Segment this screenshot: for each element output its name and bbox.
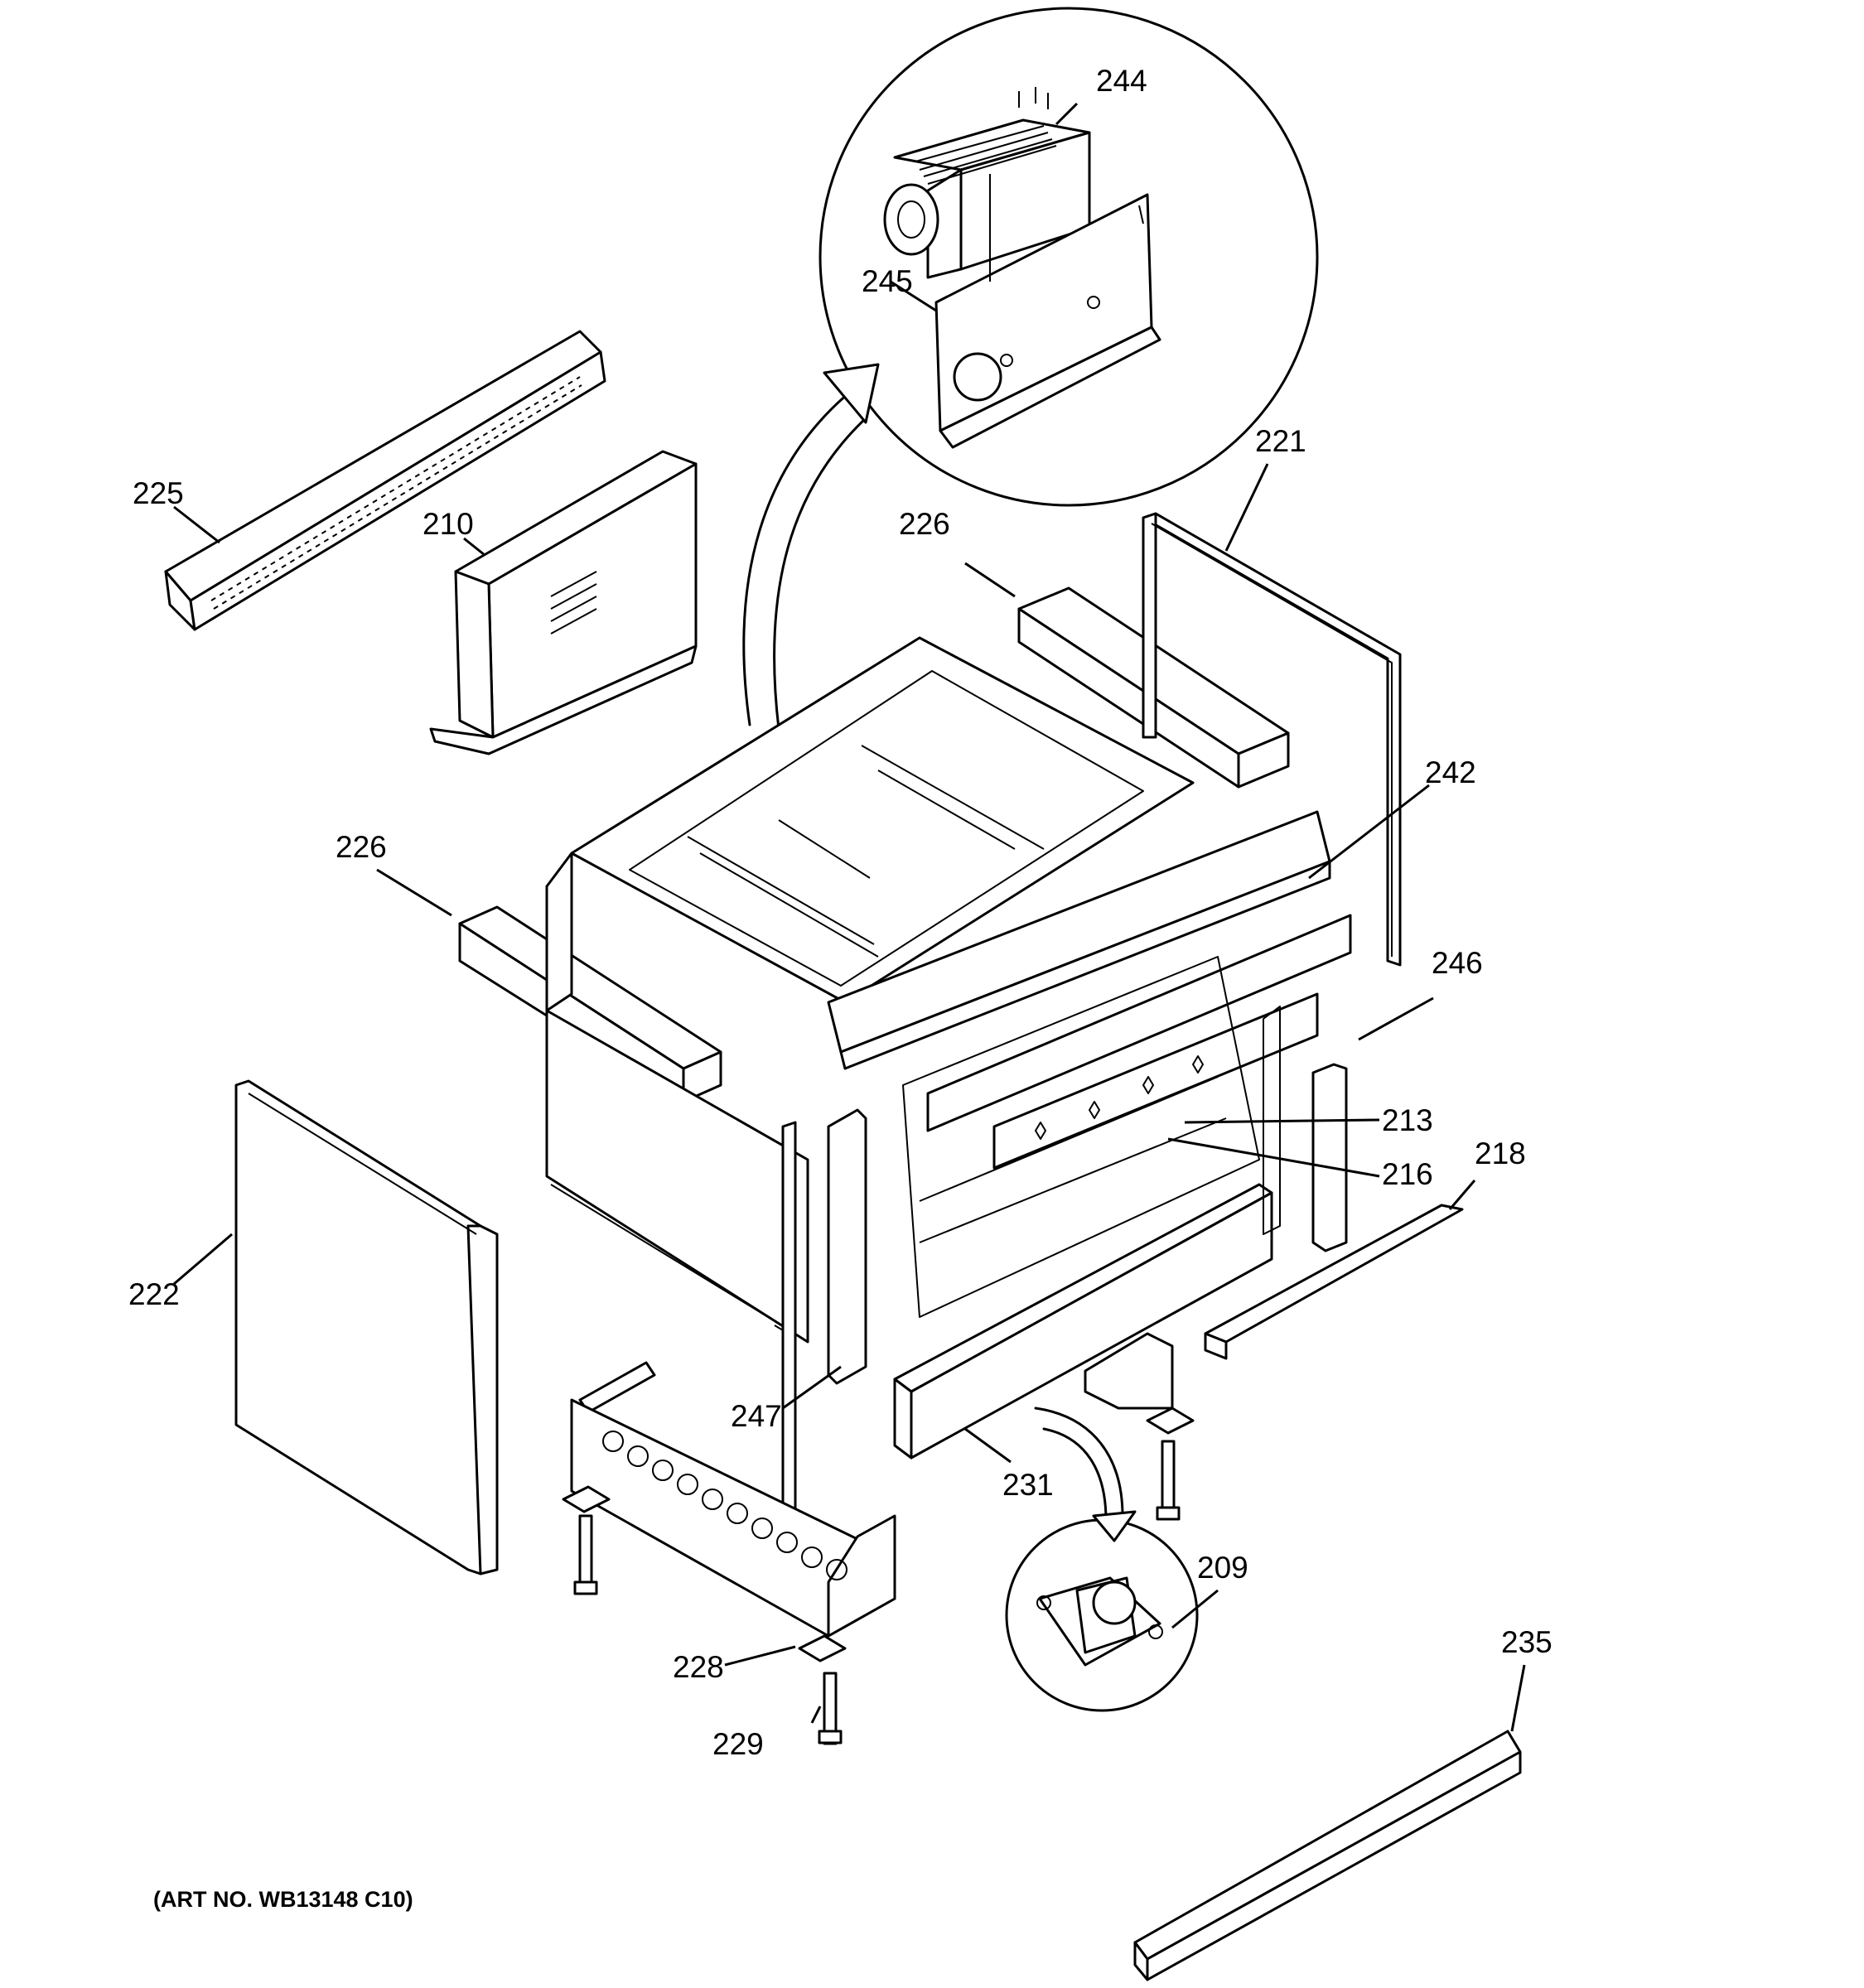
leader-222 (173, 1233, 233, 1286)
detail-arrow (742, 363, 880, 731)
leader-226b (376, 868, 452, 917)
main-chassis (545, 636, 1352, 1638)
label-247: 247 (731, 1399, 782, 1433)
base-holes (602, 1431, 847, 1580)
leader-221 (1224, 463, 1269, 552)
label-221: 221 (1255, 424, 1306, 458)
label-213: 213 (1382, 1103, 1433, 1137)
label-226b: 226 (336, 830, 387, 864)
label-229: 229 (712, 1727, 764, 1761)
leader-218 (1448, 1180, 1476, 1210)
label-242: 242 (1425, 755, 1476, 789)
label-222: 222 (128, 1277, 180, 1311)
label-231: 231 (1002, 1468, 1054, 1502)
leader-242 (1308, 784, 1430, 880)
part-231-bottom-rail[interactable] (893, 1183, 1273, 1460)
part-228-leg-plate[interactable] (798, 1634, 847, 1662)
leader-235 (1510, 1664, 1526, 1732)
leader-229 (810, 1706, 822, 1724)
part-229-leveling-leg[interactable] (818, 1672, 843, 1745)
leader-213 (1184, 1118, 1380, 1124)
part-225-vent-trim[interactable] (164, 330, 606, 631)
label-245: 245 (862, 264, 913, 298)
part-245-plate[interactable] (934, 174, 1161, 449)
detail-circle-209 (1005, 1407, 1219, 1712)
label-235: 235 (1501, 1625, 1553, 1659)
part-222-side-panel[interactable] (234, 1079, 499, 1575)
part-labels: 244 245 225 210 221 226 226 242 246 213 … (128, 64, 1553, 1761)
label-226a: 226 (899, 507, 950, 541)
leader-247 (782, 1365, 842, 1410)
leader-216 (1167, 1137, 1380, 1178)
art-number: (ART NO. WB13148 C10) (153, 1887, 413, 1912)
part-218-strip[interactable] (1204, 1204, 1464, 1360)
leader-246 (1358, 996, 1434, 1041)
leader-226a (964, 562, 1016, 598)
label-210: 210 (423, 507, 474, 541)
label-246: 246 (1432, 946, 1483, 980)
label-218: 218 (1475, 1136, 1526, 1170)
leader-210 (463, 537, 485, 557)
leveling-leg-right[interactable] (1146, 1407, 1195, 1521)
label-225: 225 (133, 476, 184, 510)
label-228: 228 (673, 1650, 724, 1684)
leader-225 (173, 505, 220, 544)
label-209: 209 (1197, 1551, 1248, 1585)
part-209-thermostat[interactable] (1036, 1576, 1163, 1667)
leader-228 (724, 1645, 796, 1667)
part-235-bottom-trim[interactable] (1133, 1730, 1522, 1981)
leveling-leg-left[interactable] (562, 1485, 611, 1595)
part-210-panel[interactable] (429, 450, 698, 755)
leader-231 (964, 1427, 1012, 1464)
part-221-back-panel[interactable] (1142, 512, 1402, 967)
label-216: 216 (1382, 1157, 1433, 1191)
label-244: 244 (1096, 64, 1147, 98)
part-244-blower[interactable] (883, 87, 1091, 279)
detail-circle-blower (819, 7, 1319, 507)
